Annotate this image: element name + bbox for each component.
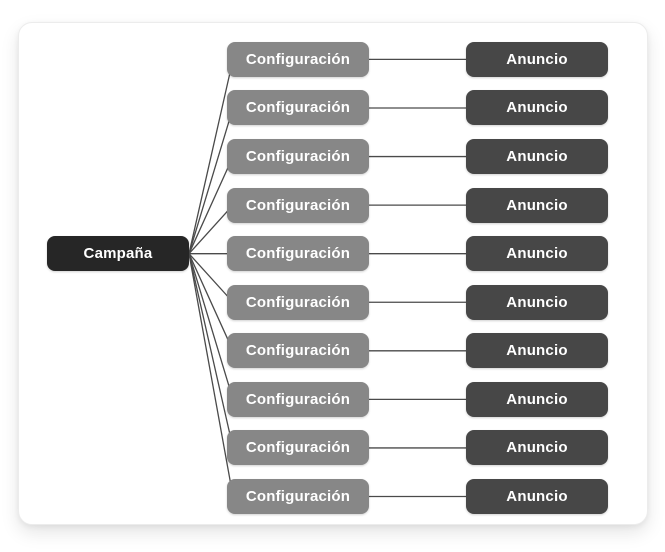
configuracion-node: Configuración — [227, 430, 369, 466]
configuracion-node: Configuración — [227, 41, 369, 77]
anuncio-node-label: Anuncio — [506, 245, 568, 263]
anuncio-node: Anuncio — [466, 90, 608, 126]
configuracion-node: Configuración — [227, 90, 369, 126]
configuracion-node-label: Configuración — [245, 196, 351, 214]
configuracion-node: Configuración — [227, 381, 369, 417]
anuncio-node-label: Anuncio — [506, 439, 568, 457]
configuracion-node-label: Configuración — [245, 245, 351, 263]
configuracion-node-label: Configuración — [245, 488, 351, 506]
anuncio-node: Anuncio — [466, 333, 608, 369]
configuracion-node-label: Configuración — [245, 99, 351, 117]
configuracion-node: Configuración — [227, 187, 369, 223]
anuncio-node-label: Anuncio — [506, 342, 568, 360]
configuracion-node: Configuración — [227, 333, 369, 369]
configuracion-node-label: Configuración — [245, 50, 351, 68]
anuncio-node-label: Anuncio — [506, 99, 568, 117]
configuracion-node-label: Configuración — [245, 439, 351, 457]
campaign-node: Campaña — [47, 236, 189, 272]
anuncio-node: Anuncio — [466, 139, 608, 175]
campaign-node-label: Campaña — [83, 245, 153, 263]
anuncio-node: Anuncio — [466, 187, 608, 223]
anuncio-node: Anuncio — [466, 284, 608, 320]
anuncio-node-label: Anuncio — [506, 148, 568, 166]
configuracion-node-label: Configuración — [245, 390, 351, 408]
anuncio-node: Anuncio — [466, 479, 608, 515]
configuracion-node: Configuración — [227, 139, 369, 175]
anuncio-node-label: Anuncio — [506, 488, 568, 506]
configuracion-node-label: Configuración — [245, 148, 351, 166]
anuncio-node: Anuncio — [466, 236, 608, 272]
anuncio-node: Anuncio — [466, 381, 608, 417]
anuncio-node-label: Anuncio — [506, 293, 568, 311]
anuncio-node-label: Anuncio — [506, 50, 568, 68]
configuracion-node: Configuración — [227, 284, 369, 320]
anuncio-node: Anuncio — [466, 41, 608, 77]
anuncio-node-label: Anuncio — [506, 390, 568, 408]
configuracion-node: Configuración — [227, 236, 369, 272]
configuracion-node-label: Configuración — [245, 342, 351, 360]
anuncio-node: Anuncio — [466, 430, 608, 466]
configuracion-node-label: Configuración — [245, 293, 351, 311]
configuracion-node: Configuración — [227, 479, 369, 515]
anuncio-node-label: Anuncio — [506, 196, 568, 214]
